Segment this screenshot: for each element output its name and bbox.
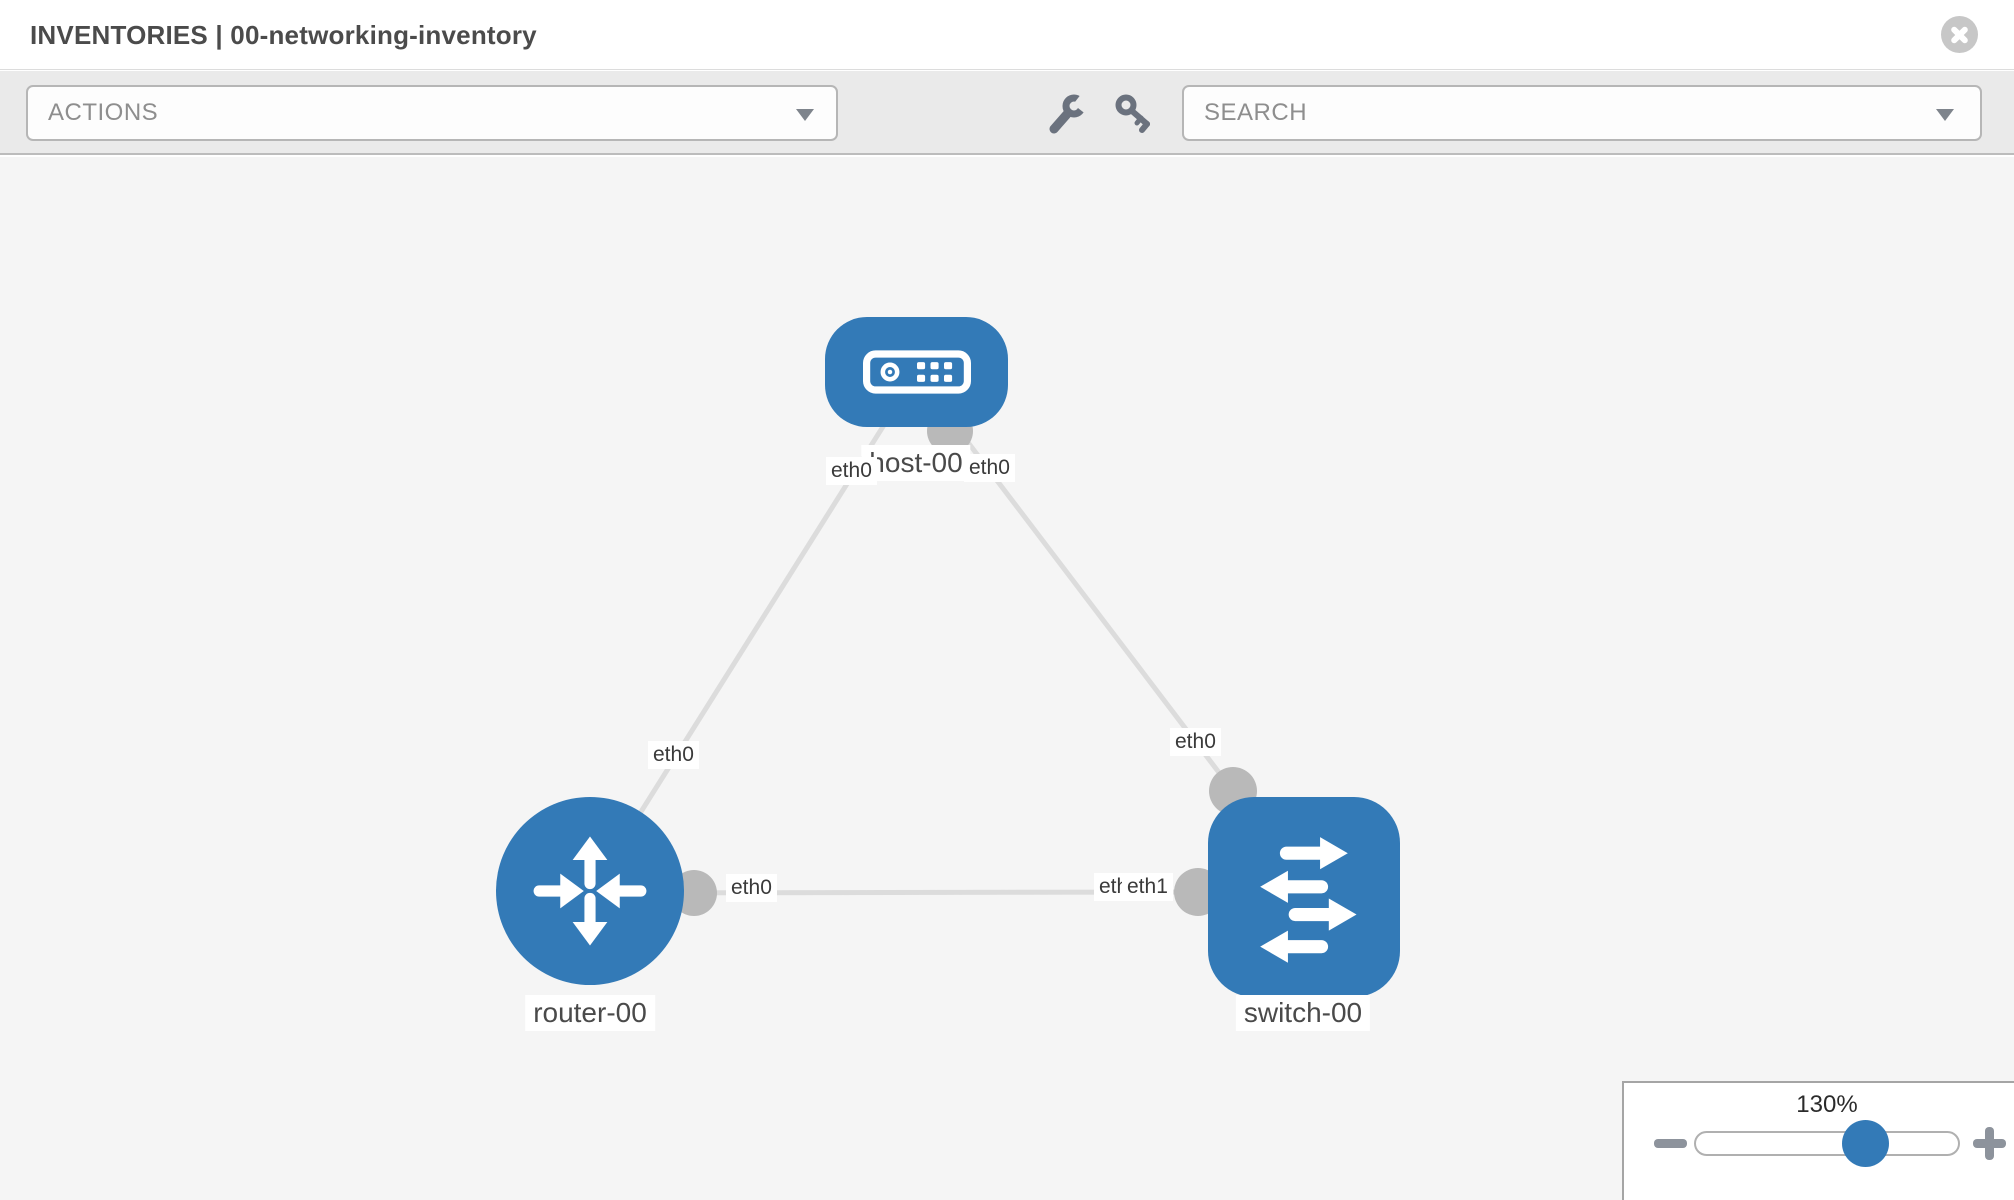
toolbar: ACTIONS SEARCH: [0, 71, 2014, 155]
wrench-icon[interactable]: [1046, 93, 1088, 135]
if-label-host-to-switch: eth0: [964, 454, 1015, 482]
if-label-switch-to-router: eth1: [1122, 873, 1173, 901]
close-button[interactable]: [1941, 16, 1978, 53]
node-label-host: host-00: [861, 445, 971, 481]
minus-icon[interactable]: [1654, 1139, 1687, 1148]
host-icon: [862, 350, 971, 394]
zoom-level-value: 130%: [1796, 1091, 1858, 1118]
switch-icon: [1260, 837, 1357, 963]
if-label-switch-to-host: eth0: [1170, 728, 1221, 756]
node-switch-00[interactable]: [1208, 797, 1400, 997]
node-host-00[interactable]: [825, 317, 1008, 427]
if-label-host-to-router: eth0: [826, 457, 877, 485]
chevron-down-icon: [796, 109, 814, 121]
zoom-slider-handle[interactable]: [1842, 1120, 1889, 1167]
plus-icon-bar: [1985, 1127, 1994, 1160]
if-label-router-to-switch: eth0: [726, 874, 777, 902]
actions-dropdown-label: ACTIONS: [48, 99, 159, 126]
router-icon: [533, 836, 647, 946]
node-label-switch: switch-00: [1235, 995, 1371, 1031]
node-router-00[interactable]: [496, 797, 684, 985]
search-dropdown[interactable]: SEARCH: [1182, 85, 1982, 141]
search-placeholder: SEARCH: [1204, 99, 1308, 126]
header: INVENTORIES | 00-networking-inventory: [0, 0, 2014, 70]
node-label-router: router-00: [525, 995, 655, 1031]
topology-canvas[interactable]: host-00 router-00 switch-00 eth0 eth0 et…: [0, 157, 2014, 1200]
zoom-slider-track[interactable]: [1694, 1131, 1960, 1156]
zoom-control-panel: 130%: [1622, 1081, 2014, 1200]
plus-icon[interactable]: [1973, 1127, 2006, 1160]
key-icon[interactable]: [1113, 93, 1155, 135]
topology-links-layer: [587, 372, 1257, 916]
page-title: INVENTORIES | 00-networking-inventory: [30, 20, 537, 50]
if-label-router-to-host: eth0: [648, 741, 699, 769]
chevron-down-icon: [1936, 109, 1954, 121]
actions-dropdown[interactable]: ACTIONS: [26, 85, 838, 141]
